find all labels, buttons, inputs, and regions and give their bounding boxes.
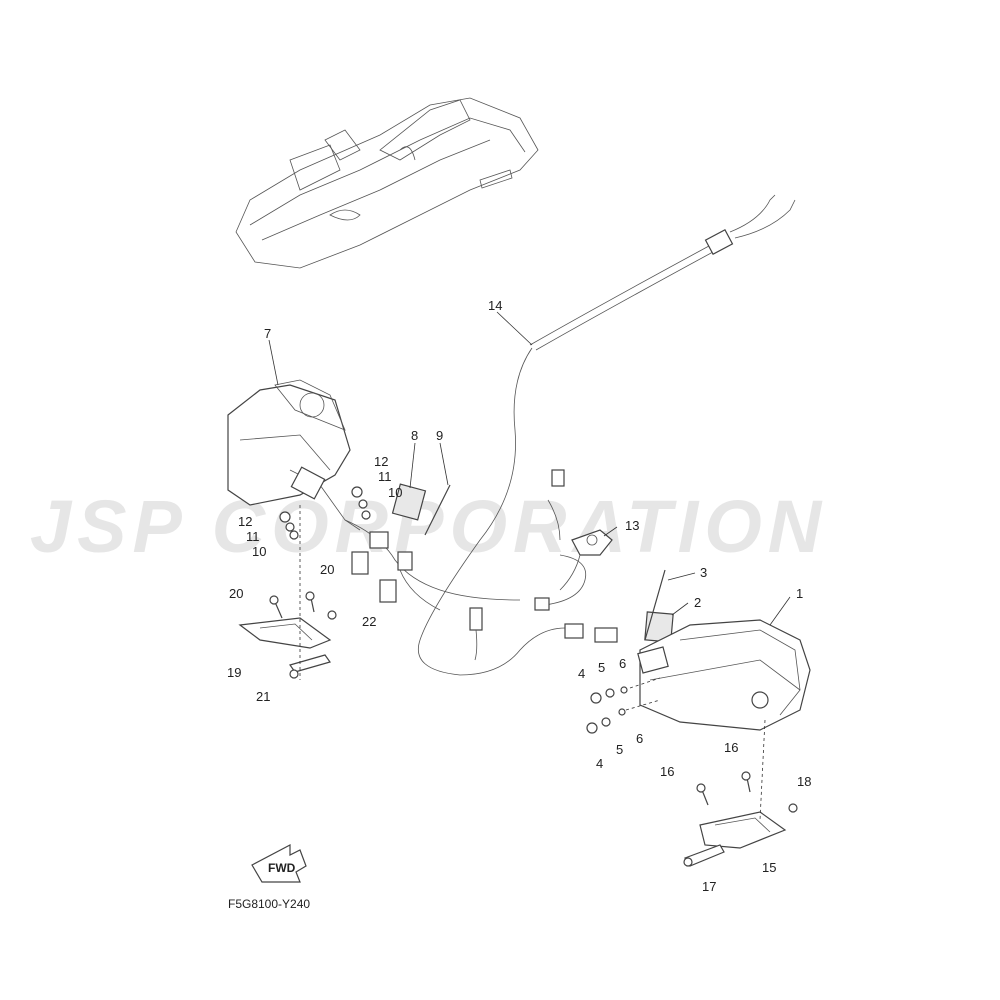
callout-21: 21 — [256, 689, 270, 704]
callout-13: 13 — [625, 518, 639, 533]
callout-11b: 11 — [246, 529, 260, 544]
watercraft-illustration — [235, 97, 539, 269]
callout-4a: 4 — [578, 666, 585, 681]
bracket-15 — [683, 719, 787, 867]
callout-5a: 5 — [598, 660, 605, 675]
callout-22: 22 — [362, 614, 376, 629]
callout-7: 7 — [264, 326, 271, 341]
callout-12b: 12 — [238, 514, 252, 529]
callout-17: 17 — [702, 879, 716, 894]
bolt-set-right — [696, 771, 798, 813]
strap-9 — [424, 484, 451, 536]
callout-16a: 16 — [660, 764, 674, 779]
callout-12a: 12 — [374, 454, 388, 469]
callout-1: 1 — [796, 586, 803, 601]
fastener-set-left — [279, 486, 371, 540]
callout-16b: 16 — [724, 740, 738, 755]
callout-4b: 4 — [596, 756, 603, 771]
figure-code: F5G8100-Y240 — [228, 897, 310, 911]
fwd-label: FWD — [268, 861, 296, 875]
callout-20b: 20 — [320, 562, 334, 577]
callout-2: 2 — [694, 595, 701, 610]
callout-20a: 20 — [229, 586, 243, 601]
bracket-19 — [238, 505, 332, 680]
callout-3: 3 — [700, 565, 707, 580]
callout-15: 15 — [762, 860, 776, 875]
callout-10a: 10 — [388, 485, 402, 500]
callout-14: 14 — [488, 298, 502, 313]
callout-11a: 11 — [378, 469, 392, 484]
callout-labels: 1 2 3 4 4 5 5 6 6 7 8 9 10 10 11 11 12 1… — [227, 298, 811, 894]
wire-harness — [344, 194, 796, 676]
leader-lines — [268, 311, 791, 626]
meter-assembly-right — [637, 619, 811, 731]
callout-19: 19 — [227, 665, 241, 680]
switch-13 — [559, 529, 613, 591]
callout-18: 18 — [797, 774, 811, 789]
bolt-set-left — [269, 591, 337, 620]
callout-8: 8 — [411, 428, 418, 443]
fwd-arrow: FWD — [251, 844, 307, 883]
callout-10b: 10 — [252, 544, 266, 559]
watermark: JSP CORPORATION — [30, 485, 827, 568]
washer-set — [586, 677, 661, 734]
meter-assembly-left — [227, 379, 361, 531]
callout-9: 9 — [436, 428, 443, 443]
callout-6b: 6 — [636, 731, 643, 746]
strap-3 — [644, 569, 666, 641]
callout-6a: 6 — [619, 656, 626, 671]
callout-5b: 5 — [616, 742, 623, 757]
label-sticker-8 — [391, 483, 427, 521]
